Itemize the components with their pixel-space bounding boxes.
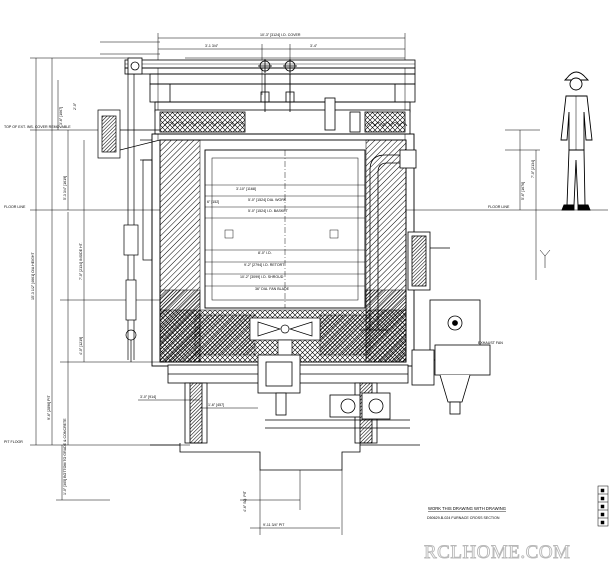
depth-small-label: 6" [152]	[207, 200, 219, 204]
right-exhaust-piping	[360, 149, 491, 415]
cover-id-label: 10'-2" [3099] I.D. SHROUD	[240, 275, 284, 279]
left-lift-mechanism	[97, 74, 161, 362]
top-of-ext-label: TOP OF EXT. INS. COVER REMOVABLE	[4, 125, 71, 129]
baskets-label: 5'-0" [1524] I.D. BASKET	[248, 209, 289, 213]
lower-dim-label: 4'-0" [1219]	[79, 337, 83, 355]
human-scale-figure-icon	[560, 71, 593, 211]
top-overall-width-label: 10'-3" [3124] I.D. COVER	[260, 33, 301, 37]
pit-floor-label: PIT FLOOR	[4, 440, 23, 444]
clearance-label: 7'-0" [2134]	[531, 160, 535, 178]
fan-clear-label: 1'-6" [457]	[208, 403, 224, 407]
base-frame	[150, 354, 420, 471]
pit-mid-label: 4'-6" SQ. PIT	[243, 490, 247, 512]
retort-dia-label: 9'-2" [2794] I.D. RETORT	[244, 263, 285, 267]
title-block-strip	[597, 485, 609, 527]
bottom-dim-label: 3'-0" [914]	[140, 395, 156, 399]
floor-line-left-label: FLOOR LINE	[4, 205, 26, 209]
cover-insulation-scallops	[163, 121, 408, 127]
retort-inner-lines	[205, 150, 365, 308]
floor-line-right-label: FLOOR LINE	[488, 205, 510, 209]
drawing-number-text: D50629-B-024 FURNACE CROSS SECTION	[427, 516, 500, 520]
sill-label: 2'-0"	[73, 102, 77, 110]
watermark-text: RCLHOME.COM	[424, 542, 570, 563]
work-note-text: WORK THIS DRAWING WITH DRAWING	[428, 506, 506, 511]
retort-id-label: 8'-0" I.D.	[258, 251, 272, 255]
furnace-cover-assembly	[124, 57, 416, 135]
above-floor-right-label: 5'-6" [1676]	[521, 182, 525, 200]
floor-brick-dark-right	[319, 314, 371, 356]
inside-height-label: 7'-0" [2134] INSIDE HT.	[79, 242, 83, 280]
pit-width-label: 9'-11 3/4" PIT	[263, 523, 285, 527]
bottom-dimension-lines	[138, 399, 343, 535]
bottom-grade-label: 1'-0" [305] BOTTOM TO GRADE & CONCRETE	[63, 418, 67, 495]
work-dia-label: 5'-0" [1524] DIA. WORK	[248, 198, 287, 202]
exhaust-fan-label: EXHAUST FAN	[478, 341, 503, 345]
inner-top-label: 3'-10" [1168]	[236, 187, 256, 191]
pit-depth-label: 9'-6" [2896] PIT	[47, 394, 51, 420]
overall-height-label: 15'-3 1/2" [4661] O/A HEIGHT	[31, 251, 35, 300]
above-floor-left-label: 5'-3 3/4" [1619]	[63, 176, 67, 200]
top-left-segment-label: 3'-1 3/4"	[205, 44, 219, 48]
floor-brick-dark	[194, 314, 256, 356]
upper-side-label: 3'-6" [1067]	[59, 107, 63, 125]
top-dimension-lines	[100, 33, 406, 140]
top-right-segment-label: 3'-4"	[310, 44, 318, 48]
fan-blade-label: 36" DIA. FAN BLADE	[255, 287, 290, 291]
